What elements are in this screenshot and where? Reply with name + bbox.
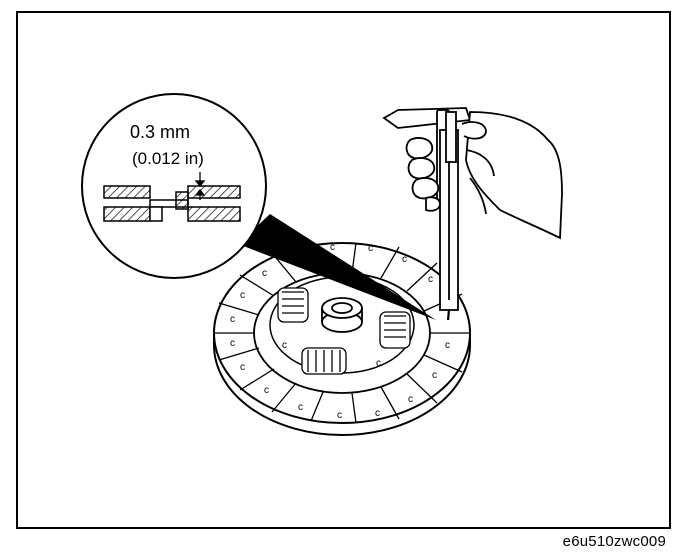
- svg-text:c: c: [432, 370, 437, 381]
- svg-text:c: c: [240, 362, 245, 373]
- vernier-caliper: [382, 107, 472, 321]
- hand: [405, 111, 563, 240]
- svg-text:c: c: [408, 394, 413, 405]
- svg-text:c: c: [230, 314, 235, 325]
- svg-text:c: c: [264, 385, 269, 396]
- svg-text:c: c: [262, 268, 267, 279]
- depth-value-mm: 0.3 mm: [130, 122, 190, 142]
- damper-springs: [277, 287, 411, 375]
- svg-text:c: c: [330, 242, 335, 253]
- figure-frame: [16, 11, 671, 529]
- depth-arrows: [194, 172, 206, 200]
- svg-text:c: c: [282, 340, 287, 351]
- depth-value-in: (0.012 in): [132, 149, 204, 168]
- disc-hub: [321, 297, 363, 333]
- svg-text:c: c: [230, 338, 235, 349]
- clutch-disc: c c c c c c c c c c c c c c c c c c c c: [213, 242, 471, 436]
- figure-code: e6u510zwc009: [562, 533, 666, 550]
- svg-text:c: c: [375, 408, 380, 419]
- magnified-detail: [81, 93, 267, 279]
- svg-text:c: c: [298, 402, 303, 413]
- callout-pointer: [238, 214, 436, 320]
- svg-text:c: c: [368, 243, 373, 254]
- svg-text:c: c: [337, 410, 342, 421]
- svg-text:c: c: [445, 340, 450, 351]
- svg-text:c: c: [402, 254, 407, 265]
- svg-text:c: c: [428, 274, 433, 285]
- facing-cross-section: [103, 185, 241, 222]
- svg-text:c: c: [376, 358, 381, 369]
- svg-text:c: c: [240, 290, 245, 301]
